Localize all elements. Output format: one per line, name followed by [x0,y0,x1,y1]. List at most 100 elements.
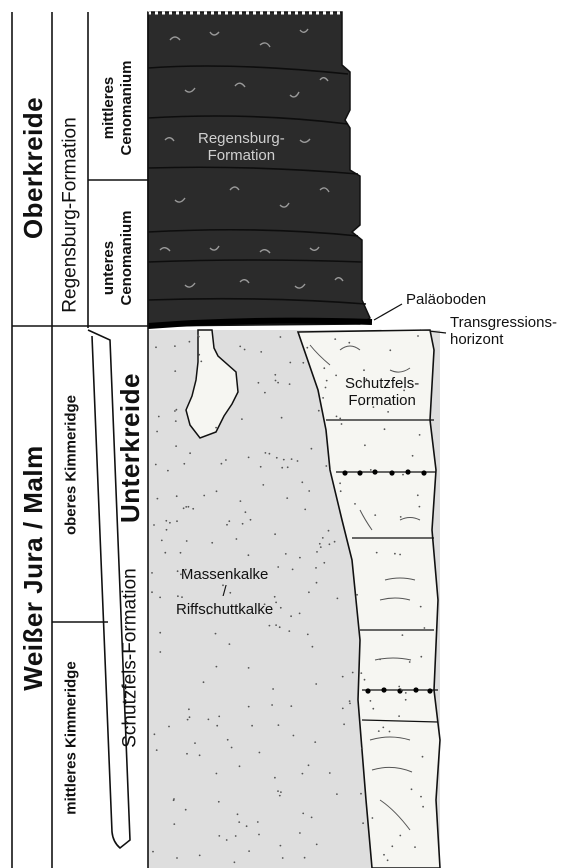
stipple-dot [285,553,287,555]
stipple-dot [186,540,188,542]
stipple-dot [257,821,259,823]
stipple-dot [248,457,250,459]
stipple-dot [374,514,376,516]
stipple-dot [245,511,247,513]
stipple-dot [282,857,284,859]
stipple-dot [336,416,338,418]
label-transgressionshorizont: Transgressions- horizont [450,314,557,349]
stipple-dot [281,417,283,419]
stipple-dot [334,541,336,543]
stipple-dot [341,423,343,425]
stipple-dot [218,801,220,803]
stipple-dot [188,506,190,508]
stipple-dot [290,615,292,617]
stipple-dot [280,845,282,847]
stipple-dot [400,516,402,518]
stipple-dot [297,460,299,462]
stipple-dot [292,569,294,571]
stipple-dot [312,646,314,648]
stipple-dot [352,672,354,674]
stipple-dot [215,633,217,635]
stipple-dot [156,749,158,751]
stipple-dot [159,632,161,634]
label-palaeoboden: Paläoboden [406,291,486,308]
stipple-dot [409,661,411,663]
stipple-dot [322,537,324,539]
stipple-dot [316,551,318,553]
stipple-dot [301,481,303,483]
stipple-dot [402,474,404,476]
stipple-dot [180,552,182,554]
stipple-dot [183,507,185,509]
stipple-dot [314,741,316,743]
stipple-dot [186,753,188,755]
schutzfels-label-line2: Formation [345,392,419,409]
label-mittleres-cenomanium-line1: mittleres [101,77,117,140]
stipple-dot [399,835,401,837]
stipple-dot [241,418,243,420]
stipple-dot [382,727,384,729]
stipple-dot [167,470,169,472]
massenkalke-label: Massenkalke [176,566,273,583]
stipple-dot [176,520,178,522]
stipple-dot [302,813,304,815]
stipple-dot [281,467,283,469]
stipple-dot [420,656,422,658]
stipple-dot [335,375,337,377]
stipple-dot [422,756,424,758]
stipple-dot [275,602,277,604]
stipple-dot [311,448,313,450]
stipple-dot [315,683,317,685]
stipple-dot [389,731,391,733]
stipple-dot [286,497,288,499]
stipple-dot [363,369,365,371]
stipple-dot [316,582,318,584]
stipple-dot [311,817,313,819]
stipple-dot [260,466,262,468]
stipple-dot [316,844,318,846]
label-oberes-kimmeridge: oberes Kimmeridge [64,395,79,535]
stipple-dot [378,730,380,732]
stipple-dot [165,520,167,522]
stipple-dot [226,524,228,526]
stipple-dot [189,341,191,343]
stipple-dot [402,634,404,636]
stipple-dot [169,522,171,524]
stipple-dot [342,708,344,710]
stipple-dot [229,643,231,645]
stipple-dot [189,716,191,718]
label-regensburg-formation-col: Regensburg-Formation [61,117,80,312]
label-massenkalke-riffschuttkalke: Massenkalke / Riffschuttkalke [176,566,273,618]
stipple-dot [260,351,262,353]
stipple-dot [279,795,281,797]
stipple-dot [200,361,202,363]
stipple-dot [277,790,279,792]
stipple-dot [334,338,336,340]
stipple-dot [308,490,310,492]
stipple-dot [391,845,393,847]
stipple-dot [236,538,238,540]
stipple-dot [176,495,178,497]
stipple-dot [279,626,281,628]
stipple-dot [342,676,344,678]
stipple-dot [173,823,175,825]
stipple-dot [276,457,278,459]
stipple-dot [399,554,401,556]
stipple-dot [175,445,177,447]
stipple-dot [419,506,421,508]
regensburg-label-line1: Regensburg- [198,130,285,147]
stipple-dot [175,420,177,422]
stipple-dot [185,809,187,811]
stipple-dot [262,484,264,486]
stipple-dot [274,596,276,598]
stipple-dot [215,427,217,429]
stipple-dot [280,607,282,609]
stipple-dot [183,463,185,465]
stipple-dot [283,459,285,461]
stipple-dot [152,851,154,853]
stipple-dot [343,723,345,725]
stipple-dot [372,817,374,819]
stipple-dot [176,409,178,411]
stipple-dot [174,410,176,412]
stipple-dot [417,494,419,496]
